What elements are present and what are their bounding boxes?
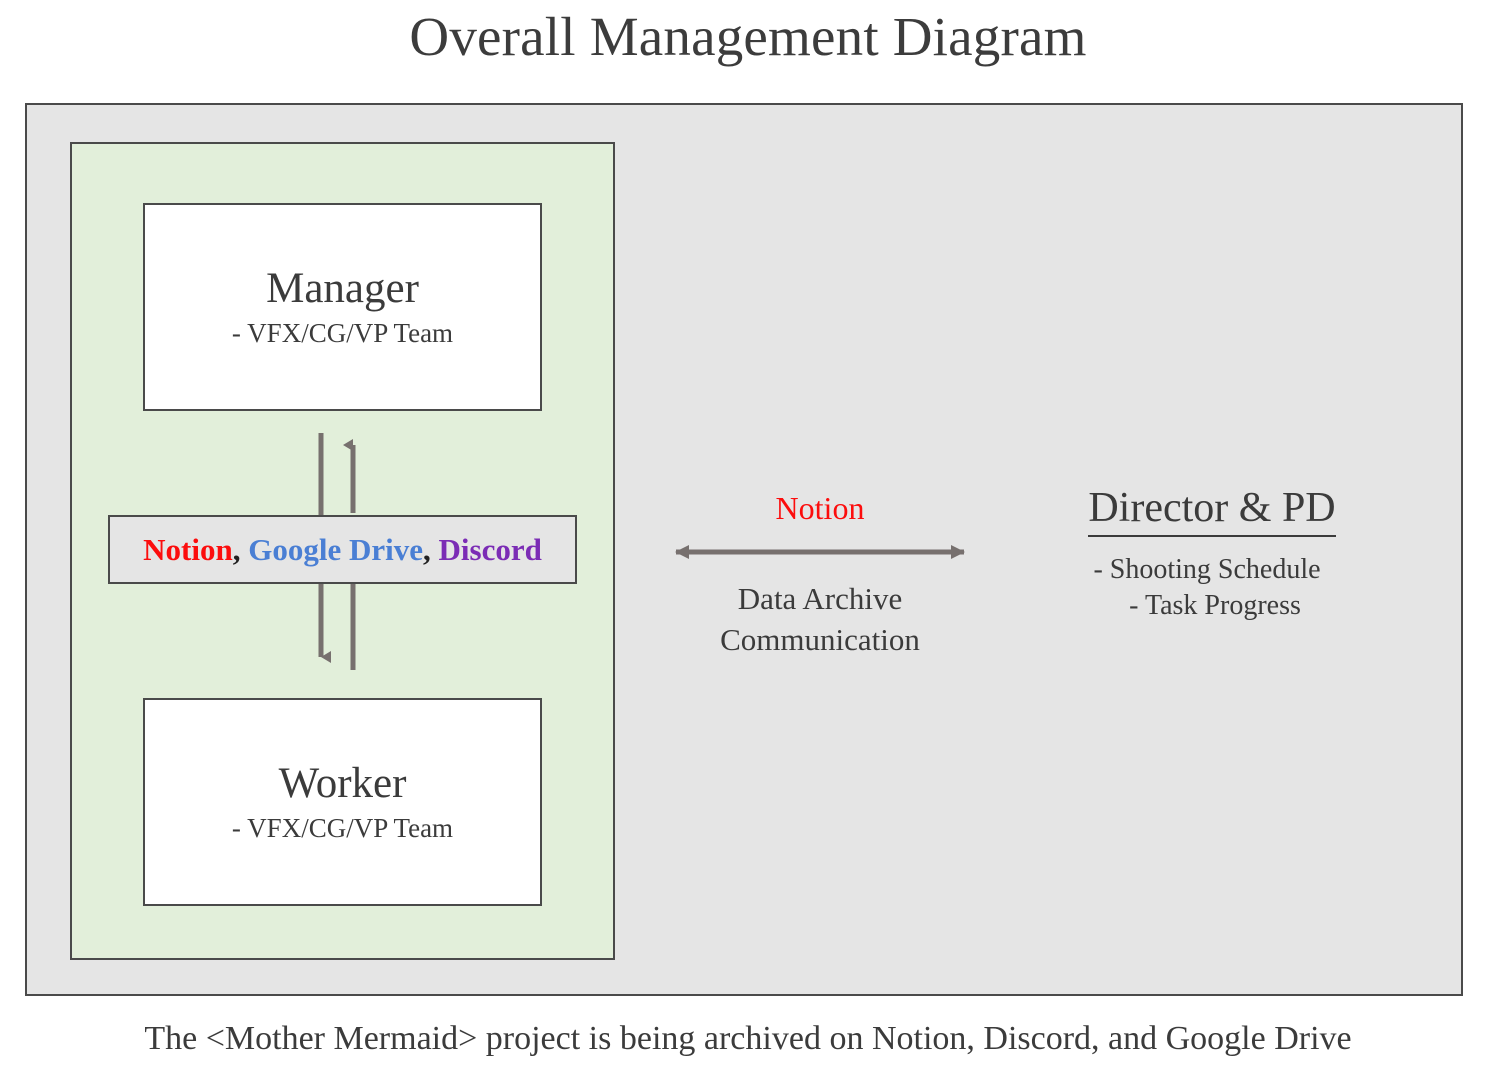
director-block: Director & PD - Shooting Schedule - Task…	[1012, 482, 1412, 624]
manager-title: Manager	[266, 265, 419, 312]
center-caption: Data Archive Communication	[640, 578, 1000, 660]
director-detail-item: - Task Progress	[1129, 590, 1301, 621]
center-link-group: Notion Data Archive Communication	[640, 480, 1000, 670]
tools-box: Notion, Google Drive, Discord	[108, 515, 577, 584]
director-detail-list: - Shooting Schedule - Task Progress	[1012, 552, 1412, 624]
worker-subtitle: - VFX/CG/VP Team	[231, 813, 454, 843]
tools-separator-2: ,	[423, 531, 439, 567]
tool-discord: Discord	[438, 531, 542, 567]
director-title: Director & PD	[1088, 482, 1336, 537]
manager-box: Manager - VFX/CG/VP Team	[143, 203, 542, 411]
worker-title: Worker	[278, 760, 407, 807]
vertical-connector-arrows	[318, 433, 356, 670]
tool-notion: Notion	[143, 531, 233, 567]
footer-caption: The <Mother Mermaid> project is being ar…	[144, 1020, 1352, 1057]
tools-label: Notion, Google Drive, Discord	[143, 532, 542, 568]
center-tool-label: Notion	[775, 490, 865, 526]
tools-separator-1: ,	[232, 531, 249, 567]
center-caption-line-2: Communication	[720, 622, 920, 657]
page-title: Overall Management Diagram	[409, 6, 1087, 67]
manager-subtitle: - VFX/CG/VP Team	[231, 318, 454, 348]
double-headed-arrow-icon	[675, 545, 965, 559]
worker-box: Worker - VFX/CG/VP Team	[143, 698, 542, 906]
director-detail-item: - Shooting Schedule	[1093, 554, 1321, 585]
tool-google-drive: Google Drive	[248, 531, 423, 567]
center-caption-line-1: Data Archive	[737, 581, 903, 616]
